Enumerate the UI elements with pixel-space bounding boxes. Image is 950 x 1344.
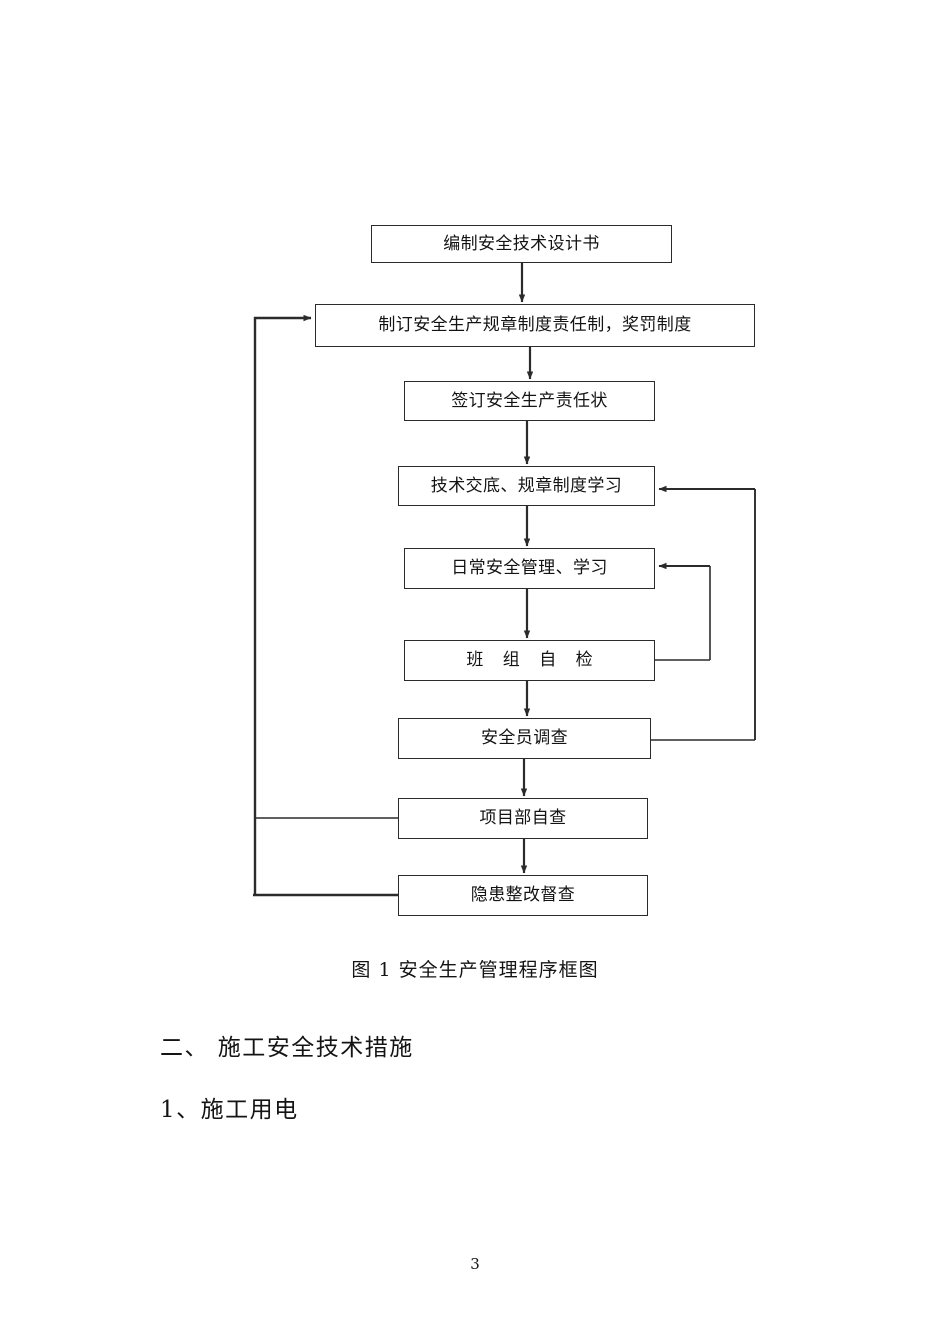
flow-node-project-department-self-check[interactable]: 项目部自查	[398, 798, 648, 839]
edge-left-feedback-trunk	[253, 314, 398, 897]
flow-node-hazard-rectification-supervision[interactable]: 隐患整改督查	[398, 875, 648, 916]
figure-caption: 图 1 安全生产管理程序框图	[351, 959, 599, 981]
flow-node-label: 编制安全技术设计书	[443, 233, 600, 254]
flow-node-sign-responsibility-agreement[interactable]: 签订安全生产责任状	[404, 381, 655, 421]
flowchart-connectors	[253, 263, 756, 897]
flow-node-label: 隐患整改督查	[470, 885, 576, 906]
edge-n6-n3-feedback	[651, 485, 756, 741]
page-number: 3	[470, 1255, 480, 1273]
flow-node-daily-safety-management[interactable]: 日常安全管理、学习	[404, 548, 655, 589]
flow-node-label: 项目部自查	[479, 808, 567, 829]
flowchart-figure: 编制安全技术设计书 制订安全生产规章制度责任制，奖罚制度 签订安全生产责任状 技…	[253, 225, 756, 916]
flow-node-label: 班 组 自 检	[466, 650, 600, 671]
edge-n5-n4-feedback	[655, 562, 711, 661]
flow-node-label: 制订安全生产规章制度责任制，奖罚制度	[378, 315, 692, 336]
flow-node-safety-officer-investigation[interactable]: 安全员调查	[398, 718, 651, 759]
flow-node-establish-safety-rules[interactable]: 制订安全生产规章制度责任制，奖罚制度	[315, 304, 755, 347]
flow-node-team-self-inspection[interactable]: 班 组 自 检	[404, 640, 655, 681]
flow-node-label: 技术交底、规章制度学习	[430, 475, 623, 496]
flow-node-compile-safety-technical-design[interactable]: 编制安全技术设计书	[371, 225, 672, 263]
flow-node-label: 日常安全管理、学习	[451, 558, 608, 579]
flow-node-label: 安全员调查	[481, 728, 568, 749]
flow-node-label: 签订安全生产责任状	[451, 390, 608, 411]
section-heading-construction-safety-measures: 二、 施工安全技术措施	[160, 1035, 414, 1061]
subsection-heading-construction-electricity: 1、施工用电	[160, 1097, 299, 1123]
flow-node-technical-briefing-and-study[interactable]: 技术交底、规章制度学习	[398, 466, 655, 506]
